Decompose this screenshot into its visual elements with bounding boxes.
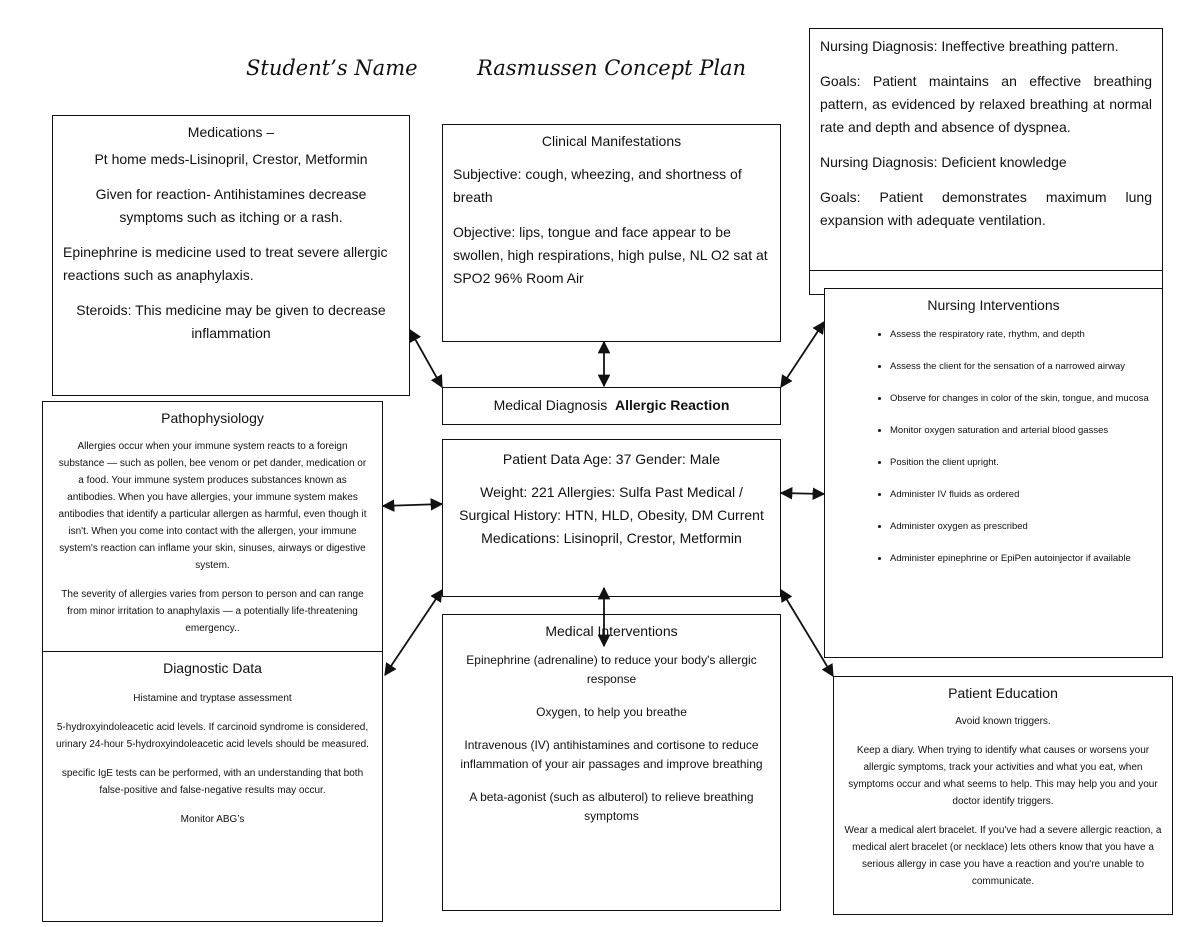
arrow-patho-patient — [381, 498, 444, 512]
arrow-interventions-diagnosis — [780, 320, 825, 389]
medications-box: Medications – Pt home meds-Lisinopril, C… — [52, 115, 410, 396]
clinical-manifestations-box: Clinical Manifestations Subjective: coug… — [442, 124, 781, 342]
medical-intervention-4: A beta-agonist (such as albuterol) to re… — [469, 790, 754, 823]
diagnostic-text-1: Histamine and tryptase assessment — [133, 693, 292, 704]
objective-findings: Objective: lips, tongue and face appear … — [453, 224, 768, 286]
student-name-title: Student’s Name — [246, 56, 418, 80]
arrow-medications-diagnosis — [409, 328, 443, 389]
medications-header: Medications – — [187, 124, 275, 140]
medical-interventions-box: Medical Interventions Epinephrine (adren… — [442, 614, 781, 911]
medical-intervention-1: Epinephrine (adrenaline) to reduce your … — [466, 653, 757, 686]
intervention-item: Observe for changes in color of the skin… — [890, 391, 1154, 407]
nursing-diagnosis-2: Nursing Diagnosis: Deficient knowledge — [820, 154, 1067, 170]
medical-intervention-3: Intravenous (IV) antihistamines and cort… — [460, 738, 763, 771]
medical-diagnosis-label: Medical Diagnosis — [493, 397, 608, 413]
nursing-interventions-list: Assess the respiratory rate, rhythm, and… — [825, 327, 1162, 567]
education-text-2: Keep a diary. When trying to identify wh… — [848, 745, 1158, 807]
medical-diagnosis-box: Medical Diagnosis Allergic Reaction — [442, 387, 781, 425]
intervention-item: Assess the respiratory rate, rhythm, and… — [890, 327, 1154, 343]
goal-1: Goals: Patient maintains an effective br… — [820, 73, 1152, 135]
arrow-patient-diagnostic — [384, 588, 443, 677]
diagnostic-data-box: Diagnostic Data Histamine and tryptase a… — [42, 651, 383, 922]
home-meds: Pt home meds-Lisinopril, Crestor, Metfor… — [94, 151, 368, 167]
epinephrine-note: Epinephrine is medicine used to treat se… — [63, 244, 388, 283]
steroids-note: Steroids: This medicine may be given to … — [76, 302, 386, 341]
pathophysiology-text-2: The severity of allergies varies from pe… — [61, 589, 364, 634]
patient-education-header: Patient Education — [948, 685, 1058, 701]
divider-line — [810, 270, 1162, 271]
pathophysiology-text-1: Allergies occur when your immune system … — [58, 441, 367, 571]
medical-intervention-2: Oxygen, to help you breathe — [536, 705, 687, 719]
nursing-interventions-box: Nursing Interventions Assess the respira… — [824, 288, 1163, 658]
patient-demographics: Patient Data Age: 37 Gender: Male — [502, 451, 721, 467]
reaction-meds: Given for reaction- Antihistamines decre… — [95, 186, 367, 225]
patient-education-box: Patient Education Avoid known triggers. … — [833, 676, 1173, 915]
pathophysiology-box: Pathophysiology Allergies occur when you… — [42, 401, 383, 653]
concept-plan-title: Rasmussen Concept Plan — [477, 56, 747, 80]
patient-history: Weight: 221 Allergies: Sulfa Past Medica… — [459, 484, 764, 546]
arrow-patient-interventions — [779, 486, 826, 501]
intervention-item: Monitor oxygen saturation and arterial b… — [890, 423, 1154, 439]
diagnostic-text-2: 5-hydroxyindoleacetic acid levels. If ca… — [56, 722, 369, 750]
clinical-header: Clinical Manifestations — [541, 133, 682, 149]
intervention-item: Administer oxygen as prescribed — [890, 519, 1154, 535]
pathophysiology-header: Pathophysiology — [161, 410, 264, 426]
diagnostic-header: Diagnostic Data — [163, 660, 262, 676]
intervention-item: Assess the client for the sensation of a… — [890, 359, 1154, 375]
diagnostic-text-4: Monitor ABG’s — [180, 814, 245, 825]
nursing-diagnosis-box: Nursing Diagnosis: Ineffective breathing… — [809, 28, 1163, 295]
patient-data-box: Patient Data Age: 37 Gender: Male Weight… — [442, 439, 781, 597]
intervention-item: Position the client upright. — [890, 455, 1154, 471]
education-text-3: Wear a medical alert bracelet. If you've… — [844, 825, 1162, 887]
intervention-item: Administer epinephrine or EpiPen autoinj… — [890, 551, 1154, 567]
education-text-1: Avoid known triggers. — [955, 716, 1051, 727]
intervention-item: Administer IV fluids as ordered — [890, 487, 1154, 503]
nursing-diagnosis-1: Nursing Diagnosis: Ineffective breathing… — [820, 38, 1119, 54]
medical-diagnosis-value: Allergic Reaction — [615, 397, 730, 413]
diagnostic-text-3: specific IgE tests can be performed, wit… — [61, 768, 364, 796]
subjective-findings: Subjective: cough, wheezing, and shortne… — [453, 166, 742, 205]
goal-2: Goals: Patient demonstrates maximum lung… — [820, 189, 1152, 228]
medical-interventions-header: Medical Interventions — [545, 623, 678, 639]
nursing-interventions-header: Nursing Interventions — [927, 297, 1060, 313]
